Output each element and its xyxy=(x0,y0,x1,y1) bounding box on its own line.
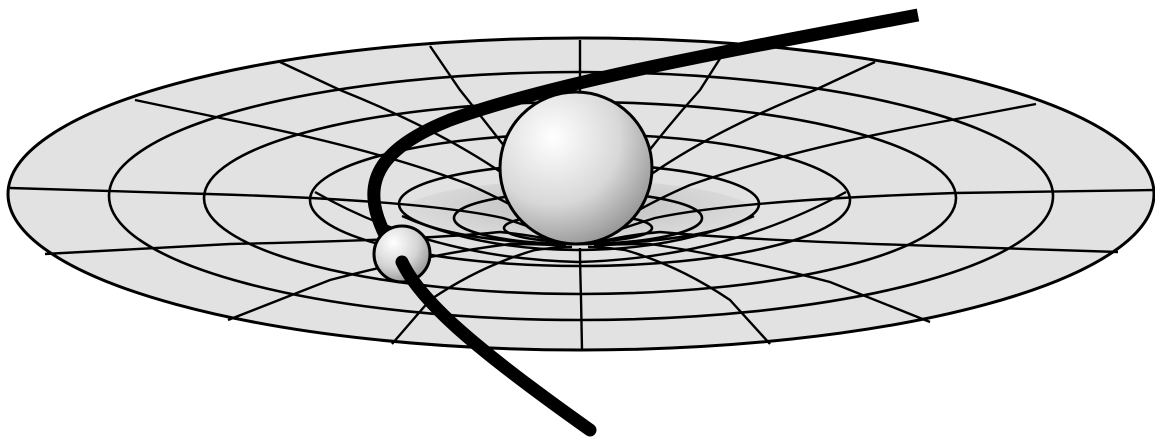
large-mass-sphere xyxy=(500,92,652,244)
